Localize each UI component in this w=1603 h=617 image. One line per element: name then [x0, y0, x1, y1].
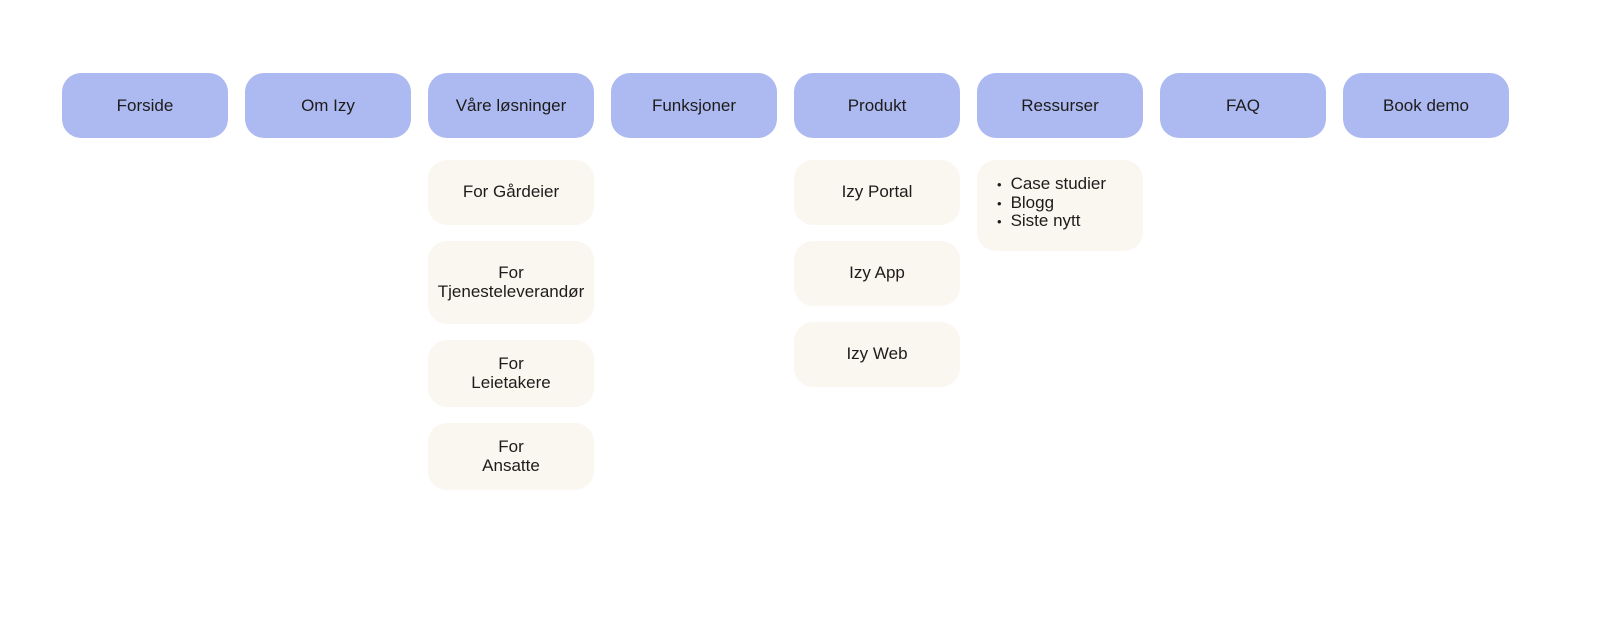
- node-label: For Gårdeier: [462, 182, 560, 202]
- sitemap-grid: Forside Om Izy Våre løsninger For Gårdei…: [62, 73, 1509, 490]
- children-ressurser: • Case studier • Blogg • Siste nytt: [977, 160, 1143, 251]
- node-label: Izy App: [849, 263, 905, 283]
- list-item-blogg[interactable]: • Blogg: [997, 192, 1133, 213]
- bullet-icon: •: [997, 177, 1002, 192]
- children-produkt: Izy Portal Izy App Izy Web: [794, 160, 960, 387]
- bullet-icon: •: [997, 195, 1002, 211]
- children-vare-losninger: For Gårdeier For Tjenesteleverandør For …: [428, 160, 594, 490]
- column-funksjoner: Funksjoner: [611, 73, 777, 490]
- nav-button-vare-losninger[interactable]: Våre løsninger: [428, 73, 594, 138]
- ressurser-list: • Case studier • Blogg • Siste nytt: [997, 174, 1133, 231]
- nav-button-om-izy[interactable]: Om Izy: [245, 73, 411, 138]
- list-item-label: Case studier: [1010, 174, 1106, 193]
- list-item-label: Siste nytt: [1010, 211, 1081, 231]
- node-for-ansatte[interactable]: For Ansatte: [428, 423, 594, 490]
- nav-button-ressurser[interactable]: Ressurser: [977, 73, 1143, 138]
- nav-button-funksjoner[interactable]: Funksjoner: [611, 73, 777, 138]
- node-ressurser-list: • Case studier • Blogg • Siste nytt: [977, 160, 1143, 251]
- nav-button-faq[interactable]: FAQ: [1160, 73, 1326, 138]
- list-item-label: Blogg: [1010, 192, 1055, 212]
- column-forside: Forside: [62, 73, 228, 490]
- node-label: Izy Web: [846, 344, 908, 364]
- node-for-tjenesteleverandor[interactable]: For Tjenesteleverandør: [428, 241, 594, 324]
- node-izy-app[interactable]: Izy App: [794, 241, 960, 306]
- node-for-gardeier[interactable]: For Gårdeier: [428, 160, 594, 225]
- node-izy-portal[interactable]: Izy Portal: [794, 160, 960, 225]
- node-label: Izy Portal: [841, 182, 913, 202]
- list-item-siste-nytt[interactable]: • Siste nytt: [997, 212, 1133, 231]
- nav-button-forside[interactable]: Forside: [62, 73, 228, 138]
- nav-button-book-demo[interactable]: Book demo: [1343, 73, 1509, 138]
- column-om-izy: Om Izy: [245, 73, 411, 490]
- column-book-demo: Book demo: [1343, 73, 1509, 490]
- node-label: For Leietakere: [471, 354, 551, 392]
- node-for-leietakere[interactable]: For Leietakere: [428, 340, 594, 407]
- node-label: For Tjenesteleverandør: [437, 263, 585, 301]
- column-produkt: Produkt Izy Portal Izy App Izy Web: [794, 73, 960, 490]
- column-ressurser: Ressurser • Case studier • Blogg •: [977, 73, 1143, 490]
- node-label: For Ansatte: [482, 437, 540, 475]
- bullet-icon: •: [997, 214, 1002, 230]
- list-item-case-studier[interactable]: • Case studier: [997, 174, 1133, 194]
- column-vare-losninger: Våre løsninger For Gårdeier For Tjeneste…: [428, 73, 594, 490]
- node-izy-web[interactable]: Izy Web: [794, 322, 960, 387]
- column-faq: FAQ: [1160, 73, 1326, 490]
- nav-button-produkt[interactable]: Produkt: [794, 73, 960, 138]
